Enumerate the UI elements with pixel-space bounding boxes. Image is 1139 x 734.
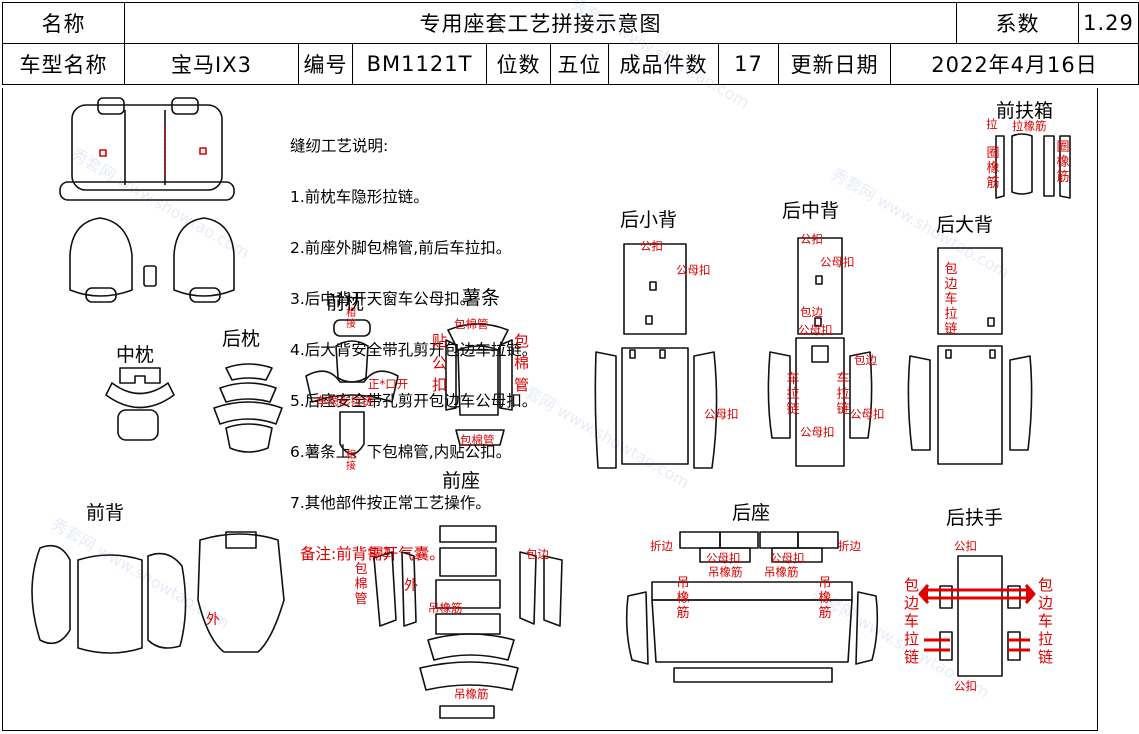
annotation: 包棉管 <box>354 562 368 607</box>
annotation: 拉橡筋 <box>1012 119 1047 133</box>
annotation: 公扣 <box>954 679 977 693</box>
fries-title: 薯条 <box>462 287 501 309</box>
annotation: 公母扣 <box>800 425 835 439</box>
rear-headrest-title: 后枕 <box>222 328 261 350</box>
pieces-value: 17 <box>718 43 779 85</box>
front-back-title: 前背 <box>86 502 125 524</box>
front-headrest-parts <box>305 319 399 455</box>
drawing-frame <box>2 88 1098 731</box>
pieces-label: 成品件数 <box>608 43 719 85</box>
annotation: 包边车拉链 <box>944 262 958 337</box>
annotation: 拉 <box>986 117 998 131</box>
sewing-notes: 缝纫工艺说明: 1.前枕车隐形拉链。 2.前座外脚包棉管,前后车拉扣。 3.后中… <box>290 104 537 597</box>
front-seat-title: 前座 <box>442 470 481 492</box>
annotation: 包棉管 <box>454 317 489 331</box>
annotation: 圈橡筋 <box>1056 140 1070 185</box>
annotation: 公扣 <box>954 539 977 553</box>
annotation: 吊橡筋 <box>818 576 832 621</box>
annotation: 吊橡筋 <box>454 687 489 701</box>
front-back-parts <box>31 531 285 654</box>
rear-big-back-parts <box>907 247 1033 465</box>
annotation: 包棉管 <box>514 332 530 394</box>
update-label: 更新日期 <box>778 43 891 85</box>
seats-value: 五位 <box>550 43 609 85</box>
annotation: 吊橡筋 <box>764 565 799 579</box>
annotation: 公母扣 <box>704 407 739 421</box>
update-value: 2022年4月16日 <box>890 43 1139 85</box>
annotation: 贴公扣 <box>432 332 448 394</box>
note-item: 6.薯条上、下包棉管,内贴公扣。 <box>290 443 512 461</box>
rear-small-back-title: 后小背 <box>620 209 678 231</box>
annotation: 折边 <box>838 539 861 553</box>
pattern-drawing <box>31 97 1071 719</box>
rear-middle-back-title: 后中背 <box>782 200 840 222</box>
model-label: 车型名称 <box>2 43 125 85</box>
annotation: 车拉链 <box>836 372 850 417</box>
annotation: 相接 <box>346 450 356 472</box>
annotation: 正*口开 <box>368 377 409 391</box>
name-label: 名称 <box>2 2 125 44</box>
notes-title: 缝纫工艺说明: <box>290 137 389 155</box>
front-headrest-title: 前枕 <box>326 292 365 314</box>
annotation: 包边 <box>854 353 877 367</box>
front-armrest-box-title: 前扶箱 <box>996 100 1054 122</box>
annotation: 吊橡筋 <box>708 565 743 579</box>
rear-small-back-parts <box>594 243 718 469</box>
notes-remark: 备注:前背需开气囊。 <box>300 545 445 563</box>
annotation: 吊橡筋 <box>676 576 690 621</box>
note-item: 1.前枕车隐形拉链。 <box>290 188 429 206</box>
annotation: 吊橡筋 <box>428 601 463 615</box>
annotation: 相接 <box>346 308 356 330</box>
annotation: 包边 <box>368 545 391 559</box>
annotation: 公母扣 <box>820 255 855 269</box>
front-seat-parts <box>373 525 563 719</box>
annotation: 公扣 <box>640 239 663 253</box>
rear-headrest-parts <box>213 363 283 453</box>
annotation: 折边 <box>650 539 673 553</box>
doc-title: 专用座套工艺拼接示意图 <box>124 2 957 44</box>
coef-label: 系数 <box>956 2 1079 44</box>
note-item: 2.前座外脚包棉管,前后车拉扣。 <box>290 239 512 257</box>
note-item: 3.后中背开天窗车公母扣。 <box>290 290 476 308</box>
annotation: 公母扣 <box>798 323 833 337</box>
rear-armrest-parts <box>939 555 1021 677</box>
annotation: 外 <box>404 578 418 594</box>
front-seat-overview <box>69 217 235 303</box>
annotation: 包棉管 <box>460 433 495 447</box>
annotation: 车隐形拉链 <box>316 394 374 408</box>
seats-label: 位数 <box>486 43 551 85</box>
model-value: 宝马IX3 <box>124 43 299 85</box>
annotation: 外 <box>206 612 220 628</box>
rear-middle-back-parts <box>767 237 873 467</box>
note-item: 7.其他部件按正常工艺操作。 <box>290 494 491 512</box>
rear-armrest-arrows <box>918 584 1036 652</box>
code-value: BM1121T <box>352 43 487 85</box>
rear-seat-parts <box>625 531 879 683</box>
annotation: 包边 <box>800 305 823 319</box>
rear-armrest-title: 后扶手 <box>946 507 1004 529</box>
note-item: 5.后座安全带孔剪开包边车公母扣。 <box>290 392 538 410</box>
annotation: 包边车拉链 <box>1038 576 1054 666</box>
rear-seat-title: 后座 <box>732 502 771 524</box>
middle-headrest-title: 中枕 <box>116 344 155 366</box>
middle-headrest-parts <box>105 367 175 441</box>
rear-big-back-title: 后大背 <box>936 214 994 236</box>
header-table: 名称 专用座套工艺拼接示意图 系数 1.29 车型名称 宝马IX3 编号 BM1… <box>2 2 1139 85</box>
annotation: 公母扣 <box>676 263 711 277</box>
rear-seat-overview <box>59 97 235 201</box>
fries-parts <box>445 323 513 446</box>
annotation: 包边 <box>526 547 549 561</box>
annotation: 圈橡筋 <box>986 146 1000 191</box>
annotation: 公母扣 <box>850 407 885 421</box>
code-label: 编号 <box>298 43 353 85</box>
annotation: 包边车拉链 <box>904 576 920 666</box>
front-armrest-box-parts <box>995 133 1071 199</box>
annotation: 车拉链 <box>786 372 800 417</box>
annotation: 公扣 <box>800 232 823 246</box>
annotation: 公母扣 <box>706 551 741 565</box>
annotation: 公母扣 <box>770 551 805 565</box>
